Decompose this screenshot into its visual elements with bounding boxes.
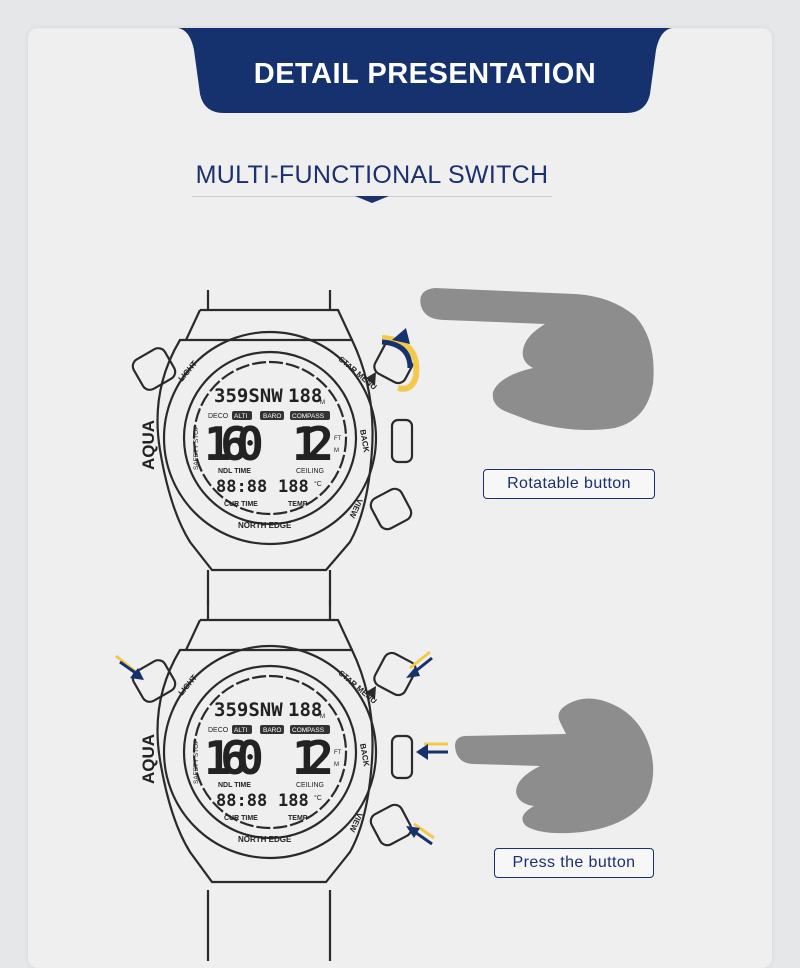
star-menu-label: STAR MENU: [337, 669, 379, 706]
temp-label: TEMP: [288, 815, 308, 822]
altitude-readout: 188: [288, 385, 322, 407]
cur-time-label: CUR TIME: [224, 815, 258, 822]
press-button-label: Press the button: [494, 848, 654, 878]
altitude-unit: M: [320, 714, 325, 720]
safety-stop-label: SAFETY STOP: [193, 425, 200, 470]
mode-baro: BARO: [263, 413, 281, 420]
ceiling-label: CEILING: [296, 782, 324, 789]
rotatable-button-label: Rotatable button: [483, 469, 655, 499]
light-label: LIGHT: [177, 359, 199, 383]
temp-label: TEMP: [288, 501, 308, 508]
time-readout: 12: [292, 731, 334, 785]
safety-stop-label: SAFETY STOP: [193, 739, 200, 784]
mode-alti: ALTI: [234, 727, 247, 734]
cur-time-label: CUR TIME: [224, 501, 258, 508]
watch-rotate-illustration: LIGHT STAR MENU BACK VIEW NORTH EDGE AQU…: [131, 290, 420, 605]
cur-time-readout: 88:88: [216, 477, 267, 497]
brand-label: AQUA: [139, 420, 158, 470]
watch-press-illustration: LIGHT STAR MENU BACK VIEW NORTH EDGE AQU…: [115, 600, 448, 961]
press-arrow-view-icon: [406, 822, 435, 846]
temp-readout: 188: [278, 791, 309, 811]
page-title: DETAIL PRESENTATION: [253, 58, 597, 90]
m-unit: M: [334, 448, 339, 454]
section-subtitle: MULTI-FUNCTIONAL SWITCH: [195, 161, 549, 189]
back-label: BACK: [358, 743, 371, 768]
mode-alti: ALTI: [234, 413, 247, 420]
depth-readout: 160: [204, 731, 264, 785]
mode-compass: COMPASS: [292, 413, 325, 420]
hand-press-icon: [455, 698, 654, 834]
cur-time-readout: 88:88: [216, 791, 267, 811]
header-banner: [178, 28, 672, 113]
maker-label: NORTH EDGE: [238, 521, 292, 530]
temp-readout: 188: [278, 477, 309, 497]
heading-readout: 359SNW: [214, 385, 283, 407]
mode-baro: BARO: [263, 727, 281, 734]
ft-unit: FT: [334, 750, 342, 756]
temp-unit: °C: [314, 480, 322, 488]
ndl-label: NDL TIME: [218, 782, 251, 789]
hand-rotate-icon: [420, 288, 654, 430]
ceiling-label: CEILING: [296, 468, 324, 475]
maker-label: NORTH EDGE: [238, 835, 292, 844]
subtitle-pointer-icon: [355, 196, 389, 203]
mode-compass: COMPASS: [292, 727, 325, 734]
press-arrow-back-icon: [416, 742, 448, 760]
brand-label: AQUA: [139, 734, 158, 784]
altitude-readout: 188: [288, 699, 322, 721]
time-readout: 12: [292, 417, 334, 471]
ft-unit: FT: [334, 436, 342, 442]
back-label: BACK: [358, 429, 371, 454]
mode-deco: DECO: [208, 727, 229, 734]
temp-unit: °C: [314, 794, 322, 802]
heading-readout: 359SNW: [214, 699, 283, 721]
altitude-unit: M: [320, 400, 325, 406]
m-unit: M: [334, 762, 339, 768]
ndl-label: NDL TIME: [218, 468, 251, 475]
press-arrow-menu-icon: [406, 650, 433, 678]
depth-readout: 160: [204, 417, 264, 471]
rotate-arrow-icon: [381, 328, 420, 392]
light-label: LIGHT: [177, 673, 199, 697]
mode-deco: DECO: [208, 413, 229, 420]
star-menu-label: STAR MENU: [337, 355, 379, 392]
press-arrow-light-icon: [115, 654, 144, 680]
